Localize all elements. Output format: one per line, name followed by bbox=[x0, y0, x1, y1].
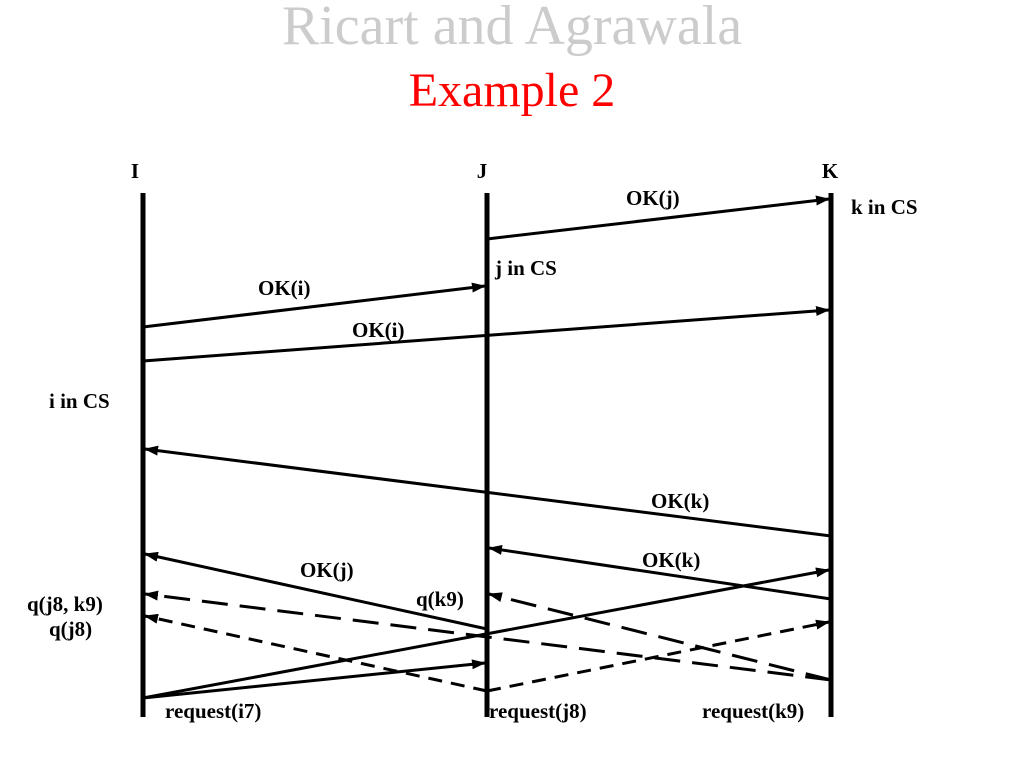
annotation-queue-j: q(k9) bbox=[416, 587, 464, 611]
message-label-ok-j-to-k: OK(j) bbox=[626, 186, 680, 210]
process-label-j: J bbox=[477, 159, 488, 183]
annotation-j-in-cs: j in CS bbox=[494, 256, 557, 280]
message-request-j8-to-k bbox=[486, 619, 830, 693]
message-request-j8-to-i bbox=[144, 613, 488, 693]
message-request-i7-to-j bbox=[142, 659, 486, 700]
message-label-ok-i-to-k: OK(i) bbox=[352, 318, 405, 342]
message-ok-i-to-j bbox=[142, 282, 486, 329]
annotation-k-in-cs: k in CS bbox=[851, 195, 918, 219]
message-request-i7-to-k bbox=[142, 567, 830, 700]
annotation-request-i: request(i7) bbox=[165, 699, 261, 723]
process-label-i: I bbox=[131, 159, 139, 183]
message-label-ok-j-to-i: OK(j) bbox=[300, 558, 354, 582]
message-label-ok-k-to-i: OK(k) bbox=[651, 489, 709, 513]
message-label-ok-k-to-j: OK(k) bbox=[642, 548, 700, 572]
message-label-ok-i-to-j: OK(i) bbox=[258, 276, 311, 300]
title-line-1: Ricart and Agrawala bbox=[281, 0, 743, 57]
annotation-queue-i-2: q(j8) bbox=[49, 617, 92, 641]
process-label-k: K bbox=[822, 159, 839, 183]
annotation-i-in-cs: i in CS bbox=[49, 389, 110, 413]
message-ok-j-to-k bbox=[486, 195, 830, 241]
message-request-k9-to-j bbox=[488, 592, 832, 682]
message-request-k9-to-i bbox=[144, 590, 832, 682]
message-ok-i-to-k bbox=[142, 305, 830, 363]
message-ok-k-to-i bbox=[144, 445, 832, 538]
message-ok-j-to-i bbox=[144, 551, 488, 631]
annotation-request-k: request(k9) bbox=[702, 699, 804, 723]
annotation-queue-i-1: q(j8, k9) bbox=[27, 592, 103, 616]
annotation-request-j: request(j8) bbox=[489, 699, 587, 723]
title-line-2: Example 2 bbox=[408, 64, 616, 117]
message-ok-k-to-j bbox=[488, 544, 832, 601]
